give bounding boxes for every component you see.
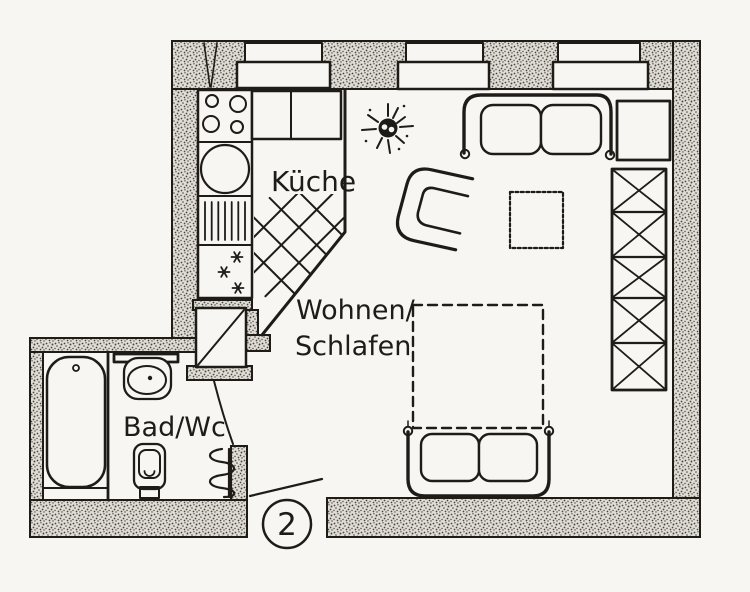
side-table — [615, 99, 672, 162]
entrance: 2 — [248, 477, 324, 550]
kitchen-label: Küche — [271, 165, 356, 198]
entrance-door-leaf — [248, 477, 324, 498]
stove-burners-icon — [202, 94, 247, 134]
wash-basin-icon — [122, 356, 173, 401]
freezer-snowflakes-icon — [217, 251, 245, 294]
window-1 — [235, 42, 332, 90]
duct-shaft — [194, 306, 248, 369]
radiator-coil-icon — [208, 447, 236, 499]
living-room — [361, 93, 672, 498]
flue-lines-icon — [203, 42, 218, 88]
shaft-wall-tab — [244, 334, 271, 352]
wardrobe — [610, 167, 668, 392]
kitchen-sink-icon — [199, 143, 251, 195]
shaft-diagonal-icon — [197, 309, 245, 366]
bath-bottom-wall — [29, 499, 248, 538]
unit-number-circle — [261, 498, 313, 550]
bath-top-wall — [29, 337, 199, 353]
coffee-table — [508, 190, 565, 250]
fold-out-bed — [411, 303, 545, 430]
toilet-icon — [132, 442, 167, 499]
living-label-line1: Wohnen/ — [296, 295, 416, 326]
kitchen-partition — [260, 88, 347, 337]
window-3 — [551, 42, 650, 91]
right-wall — [672, 40, 701, 538]
ceiling-lamp-icon — [361, 103, 414, 154]
living-label-line2: Schlafen — [295, 331, 411, 362]
bathtub — [45, 355, 107, 489]
room-labels: Küche Wohnen/ Schlafen Bad/Wc — [123, 165, 416, 443]
left-wall-upper — [171, 88, 199, 353]
bathroom-door-swing — [213, 380, 234, 445]
armchair — [395, 167, 475, 252]
upper-cabinets — [250, 89, 343, 141]
windows — [203, 42, 650, 91]
bottom-wall-living — [326, 497, 701, 538]
window-2 — [396, 42, 491, 91]
bath-left-wall — [29, 351, 44, 501]
bathtub-drain-icon — [72, 364, 80, 372]
sofa-top — [459, 93, 616, 161]
walls — [29, 40, 701, 538]
appliance-stripes-icon — [204, 201, 246, 241]
bathroom-label: Bad/Wc — [123, 412, 226, 443]
wardrobe-x-icon — [612, 169, 666, 390]
sofa-bottom — [402, 420, 555, 498]
bathroom — [42, 350, 236, 502]
unit-number: 2 — [277, 507, 297, 543]
